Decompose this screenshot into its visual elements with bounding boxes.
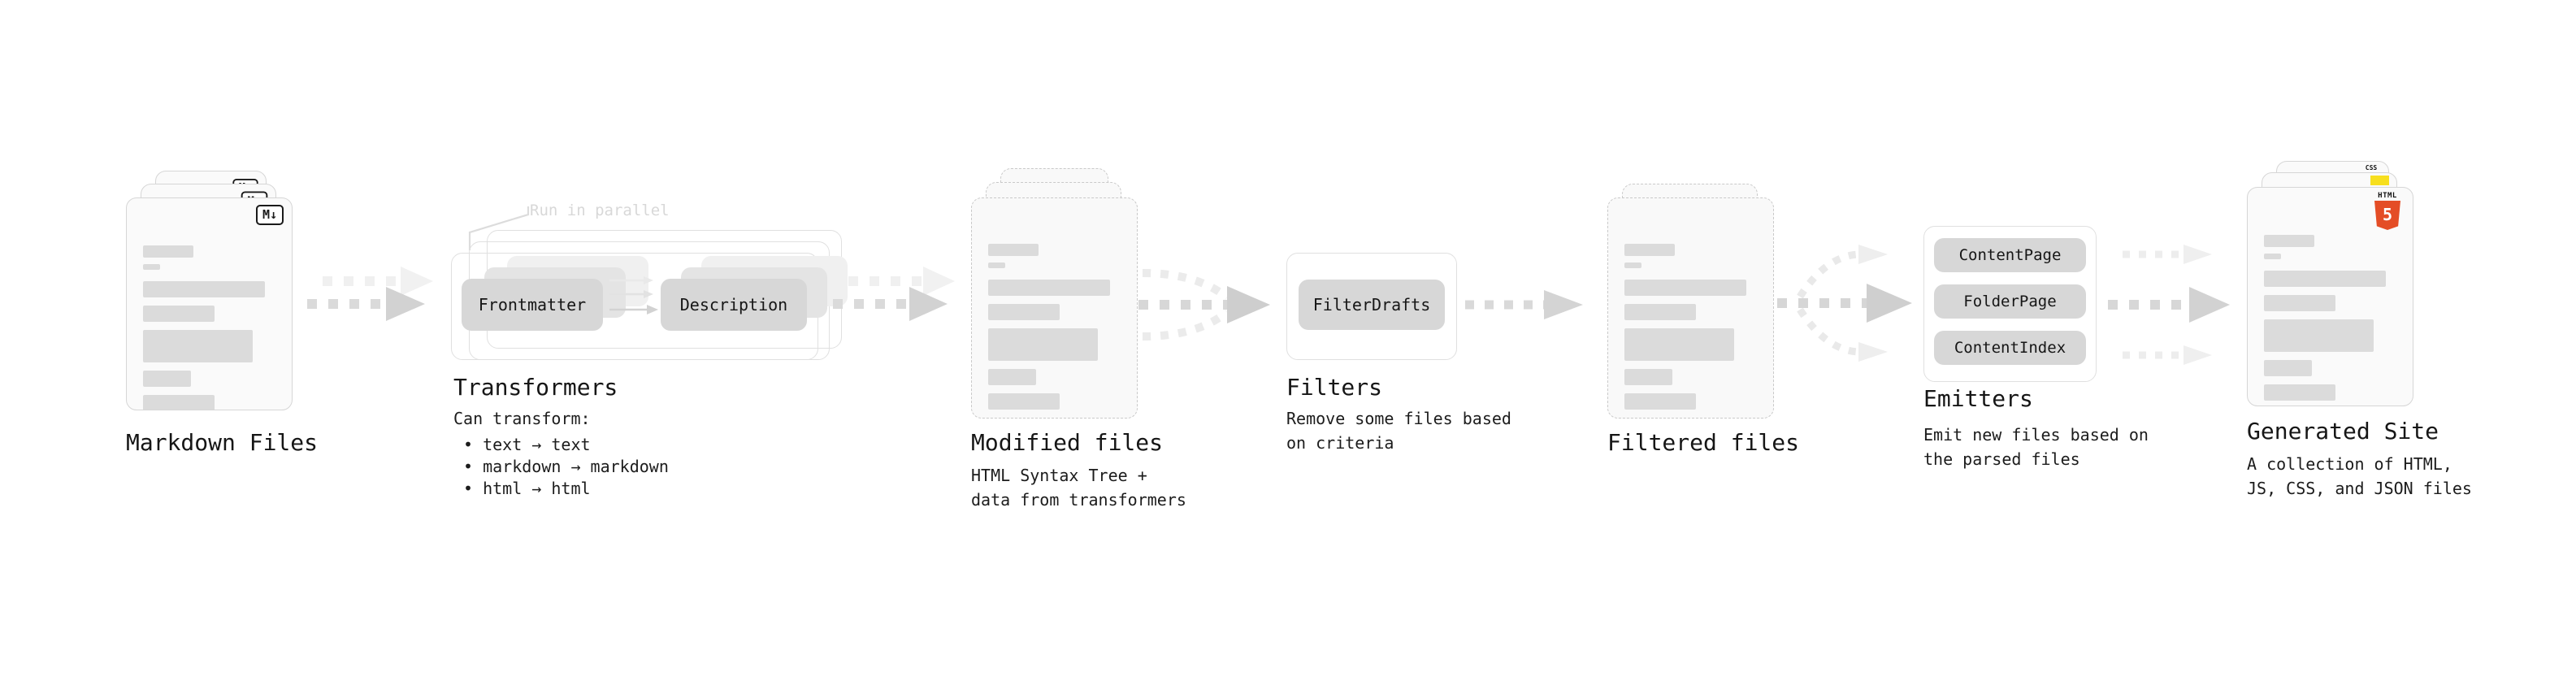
placeholder-bar	[988, 304, 1060, 320]
arrow-filters-to-filtered	[1465, 290, 1583, 319]
modified-files-caption: HTML Syntax Tree + data from transformer…	[971, 466, 1186, 510]
emitters-caption: Emit new files based on the parsed files	[1923, 425, 2149, 469]
placeholder-bar	[988, 369, 1036, 385]
placeholder-bar	[1624, 244, 1675, 256]
placeholder-bar	[1624, 304, 1697, 320]
arrow-markdown-to-transformers	[307, 267, 433, 321]
file-card	[1607, 197, 1774, 419]
placeholder-bar	[1624, 262, 1642, 268]
placeholder-bar	[2264, 271, 2386, 287]
placeholder-bar	[1624, 369, 1672, 385]
filters-box	[1286, 253, 1457, 360]
file-card: M↓	[126, 197, 293, 410]
stage-markdown-files: M↓ M↓ M↓	[126, 171, 325, 414]
placeholder-bar	[1624, 393, 1697, 410]
placeholder-bar	[2264, 360, 2312, 376]
placeholder-bar	[143, 264, 161, 270]
emitter-step-folderpage: FolderPage	[1934, 284, 2086, 319]
html5-icon-label: HTML	[2378, 192, 2397, 200]
bullet-item: • markdown → markdown	[463, 457, 669, 476]
placeholder-bar	[143, 245, 193, 258]
placeholder-bar	[988, 244, 1039, 256]
placeholder-bar	[143, 281, 265, 297]
stage-title-generated-site: Generated Site	[2247, 418, 2439, 445]
placeholder-bar	[2264, 235, 2314, 247]
placeholder-bar	[988, 418, 1098, 419]
placeholder-bar	[2264, 319, 2374, 352]
stage-title-transformers: Transformers	[453, 374, 618, 401]
stage-title-filtered-files: Filtered files	[1607, 429, 1800, 456]
placeholder-bar	[143, 330, 254, 362]
markdown-icon: M↓	[255, 205, 284, 225]
placeholder-bar	[143, 371, 191, 387]
arrow-transformers-to-modified	[833, 267, 955, 321]
stage-title-modified-files: Modified files	[971, 429, 1164, 456]
stage-modified-files	[971, 168, 1170, 420]
placeholder-bar	[988, 328, 1099, 361]
arrow-emitters-to-site	[2108, 245, 2230, 365]
placeholder-bar	[1624, 328, 1735, 361]
parallel-step-arrows	[609, 276, 658, 314]
stage-title-filters: Filters	[1286, 374, 1383, 401]
placeholder-bar	[2264, 254, 2282, 259]
placeholder-bar	[988, 262, 1006, 268]
arrow-filtered-to-emitters	[1777, 245, 1912, 362]
filters-caption: Remove some files based on criteria	[1286, 409, 1511, 453]
file-card	[971, 197, 1138, 419]
stage-title-emitters: Emitters	[1923, 385, 2033, 412]
html5-icon-shield: 5	[2374, 201, 2400, 230]
placeholder-bar	[988, 280, 1110, 296]
placeholder-bar	[2264, 295, 2336, 311]
emitter-step-contentindex: ContentIndex	[1934, 331, 2086, 365]
generated-site-caption: A collection of HTML, JS, CSS, and JSON …	[2247, 454, 2472, 498]
transformer-step-description: Description	[661, 279, 807, 331]
placeholder-bar	[1624, 418, 1734, 419]
emitter-step-contentpage: ContentPage	[1934, 238, 2086, 272]
placeholder-bar	[2264, 384, 2336, 401]
bullet-item: • html → html	[463, 479, 591, 498]
html5-icon: HTML 5	[2372, 192, 2403, 230]
css-icon-label: CSS	[2365, 164, 2378, 171]
bullet-item: • text → text	[463, 435, 591, 454]
js-icon	[2370, 176, 2389, 185]
stage-title-markdown-files: Markdown Files	[126, 429, 319, 456]
emitters-box	[1923, 226, 2097, 382]
file-card: HTML 5	[2247, 187, 2413, 406]
placeholder-bar	[143, 306, 215, 322]
placeholder-bar	[143, 395, 215, 410]
stage-filtered-files	[1607, 184, 1806, 419]
transformers-caption: Can transform:	[453, 409, 591, 428]
transformers-bullet-list: • text → text • markdown → markdown • ht…	[463, 434, 669, 500]
placeholder-bar	[1624, 280, 1746, 296]
transformer-step-frontmatter: Frontmatter	[462, 279, 603, 331]
placeholder-bar	[988, 393, 1060, 410]
stage-generated-site: CSS HTML 5	[2247, 161, 2446, 413]
run-in-parallel-note: Run in parallel	[530, 202, 670, 219]
arrow-modified-to-filters	[1138, 269, 1270, 340]
filter-step-filterdrafts: FilterDrafts	[1299, 280, 1445, 330]
note-leader-line	[468, 206, 530, 250]
